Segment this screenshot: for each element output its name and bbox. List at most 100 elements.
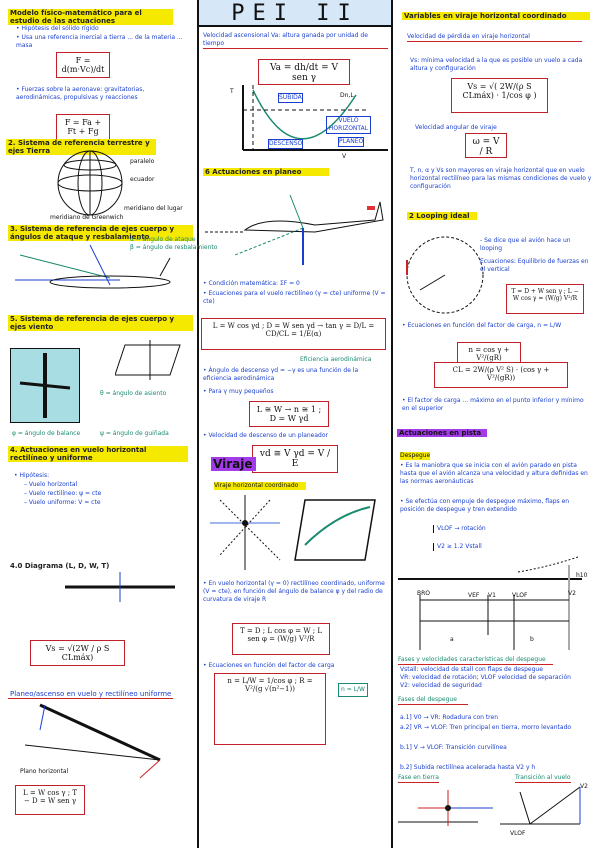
text: VR: velocidad de rotación; VLOF velocida…: [400, 674, 571, 681]
text: • Hipótesis del sólido rígido: [16, 25, 99, 32]
diagram-label: V2: [580, 783, 588, 790]
plane-label: Plano horizontal: [20, 768, 69, 775]
text: • Ecuaciones en función del factor de ca…: [203, 662, 335, 669]
subheading: Fases del despegue: [398, 696, 468, 705]
text: • Se efectúa con empuje de despegue máxi…: [400, 498, 570, 513]
glider-diagram: [205, 194, 384, 265]
heading: 4.0 Diagrama (L, D, W, T): [10, 562, 110, 570]
chart-axis-label: T: [230, 88, 234, 95]
subheading: Fases y velocidades características del …: [398, 656, 553, 665]
formula-box: vd ≅ V γd = V / E: [252, 445, 338, 473]
formula-note: n = L/W: [338, 683, 368, 697]
text: Vs: mínima velocidad a la que es posible…: [410, 57, 583, 72]
text: • Ecuaciones para el vuelo rectilíneo (γ…: [203, 290, 386, 305]
aircraft-silhouette: [19, 353, 71, 418]
chart-curve-label: Dn,L: [340, 92, 354, 99]
chart-axis-label: V: [342, 153, 347, 160]
formula-box: F = Fa + Ft + Fg: [56, 114, 110, 140]
text: – Vuelo horizontal: [24, 481, 78, 488]
runway-label: a: [450, 636, 454, 643]
formula-box: n = L/W = 1/cos φ ; R = V²/(g √(n²−1)): [214, 673, 326, 745]
text: – Vuelo rectilíneo: ψ = cte: [24, 490, 102, 497]
angle-legend: α = ángulo de ataque: [130, 236, 196, 243]
takeoff-runway-diagram: [398, 556, 582, 650]
thrust-velocity-chart: [242, 85, 388, 151]
text: • En vuelo horizontal (γ = 0) rectilíneo…: [203, 580, 385, 603]
formula-box: L ≅ W → n ≅ 1 ; D = W γd: [249, 401, 329, 427]
climb-diagram: [24, 703, 161, 779]
heading: 2 Looping ideal: [407, 212, 477, 220]
chart-region-label: DESCENSO: [268, 139, 304, 149]
chart-region-label: VUELO HORIZONTAL: [326, 116, 371, 134]
formula-box: ω = V / R: [465, 133, 507, 158]
annotation: Eficiencia aerodinámica: [300, 356, 372, 363]
text: • Es la maniobra que se inicia con el av…: [400, 462, 588, 485]
ground-phase-diagram: [398, 790, 493, 826]
subheading: Velocidad de pérdida en viraje horizonta…: [407, 33, 582, 42]
heading: 4. Actuaciones en vuelo horizontal recti…: [8, 446, 188, 462]
text: Velocidad ascensional Va: altura ganada …: [203, 32, 388, 49]
formula-box: n = cos γ + V²/(gR): [457, 342, 521, 366]
subheading: Fase en tierra: [398, 774, 439, 783]
globe-label: paralelo: [130, 158, 155, 165]
euler-angle-diagram: [115, 340, 181, 380]
formula-box: L = W cos γ ; T − D = W sen γ: [15, 785, 85, 815]
heading: Planeo/ascenso en vuelo y rectilíneo uni…: [8, 690, 174, 699]
formula-box: L = W cos γd ; D = W sen γd → tan γ = D/…: [201, 318, 386, 350]
angle-def: θ = ángulo de asiento: [100, 390, 167, 397]
aircraft-body-axes-diagram: [15, 244, 171, 289]
runway-label: b: [530, 636, 534, 643]
globe-label: meridiano de Greenwich: [50, 214, 124, 221]
globe-diagram: [57, 150, 123, 216]
heading: 6 Actuaciones en planeo: [203, 168, 329, 176]
phase-item: a.2] VR → VLOF: Tren principal en tierra…: [400, 724, 572, 731]
text: - Se dice que el avión hace un looping: [480, 237, 571, 252]
formula-box: Vs = √(2W / ρ S CLmáx): [30, 640, 125, 666]
page-title: PEI II: [199, 0, 391, 27]
text: Ecuaciones: Equilibrio de fuerzas en el …: [480, 258, 589, 273]
formula-box: Va = dh/dt = V sen γ: [258, 59, 350, 85]
text: • Ecuaciones en función del factor de ca…: [402, 322, 562, 329]
formula-box: Vs = √( 2W/(ρ S CLmáx) · 1/cos φ ): [451, 78, 548, 113]
heading: Actuaciones en pista: [397, 429, 487, 437]
diagram-label: VLOF: [510, 830, 526, 837]
subheading: Despegue: [400, 452, 431, 460]
text: V2: velocidad de seguridad: [400, 682, 482, 689]
formula-box: T = D + W sen γ ; L − W cos γ = (W/g) V²…: [506, 284, 584, 314]
chart-region-label: PLANEO: [338, 137, 365, 147]
phase-item: b.2] Subida rectilínea acelerada hasta V…: [400, 764, 536, 771]
transition-diagram: [500, 786, 581, 825]
heading: 2. Sistema de referencia terrestre y eje…: [6, 139, 156, 155]
globe-label: meridiano del lugar: [124, 205, 183, 212]
heading: Modelo físico-matemático para el estudio…: [8, 9, 173, 25]
text: • Condición matemática: ΣF = 0: [203, 280, 300, 287]
runway-label: h10: [576, 572, 588, 579]
subheading: Velocidad angular de viraje: [415, 124, 497, 131]
runway-label: VLOF: [512, 592, 528, 599]
angle-legend: β = ángulo de resbalamiento: [130, 244, 218, 251]
formula-box: T = D ; L cos φ = W ; L sen φ = (W/g) V²…: [232, 623, 330, 655]
runway-label: BRO: [417, 590, 431, 597]
column-divider: [391, 0, 393, 848]
angle-def: ψ = ángulo de guiñada: [100, 430, 169, 437]
text: • Para γ muy pequeños: [203, 388, 274, 395]
heading: 3. Sistema de referencia de ejes cuerpo …: [8, 225, 193, 241]
phase-item: a.1] V0 → VR: Rodadura con tren: [400, 714, 499, 721]
text: V2 ≥ 1.2 Vstall: [433, 543, 482, 551]
phase-item: b.1] V → VLOF: Transición curvilínea: [400, 744, 507, 751]
formula-box: CL = 2W/(ρ V² S) · (cos γ + V²/(gR)): [434, 362, 568, 388]
globe-label: ecuador: [130, 176, 155, 183]
text: – Vuelo uniforme: V = cte: [24, 499, 101, 506]
heading: Viraje horizontal coordinado: [214, 482, 306, 490]
text: T, n, α y Vs son mayores en viraje horiz…: [410, 167, 592, 190]
turn-diagram: [210, 495, 376, 570]
text: • Usa una referencia inercial a tierra .…: [16, 34, 183, 49]
looping-diagram: [406, 236, 484, 314]
text: • Ángulo de descenso γd = −γ es una func…: [203, 367, 359, 382]
runway-label: V1: [488, 592, 496, 599]
text: • Velocidad de descenso de un planeador: [203, 432, 329, 439]
heading: Viraje: [211, 457, 256, 471]
text: VLOF → rotación: [433, 525, 486, 533]
chart-region-label: SUBIDA: [278, 93, 303, 103]
text: • El factor de carga ... máximo en el pu…: [402, 397, 584, 412]
